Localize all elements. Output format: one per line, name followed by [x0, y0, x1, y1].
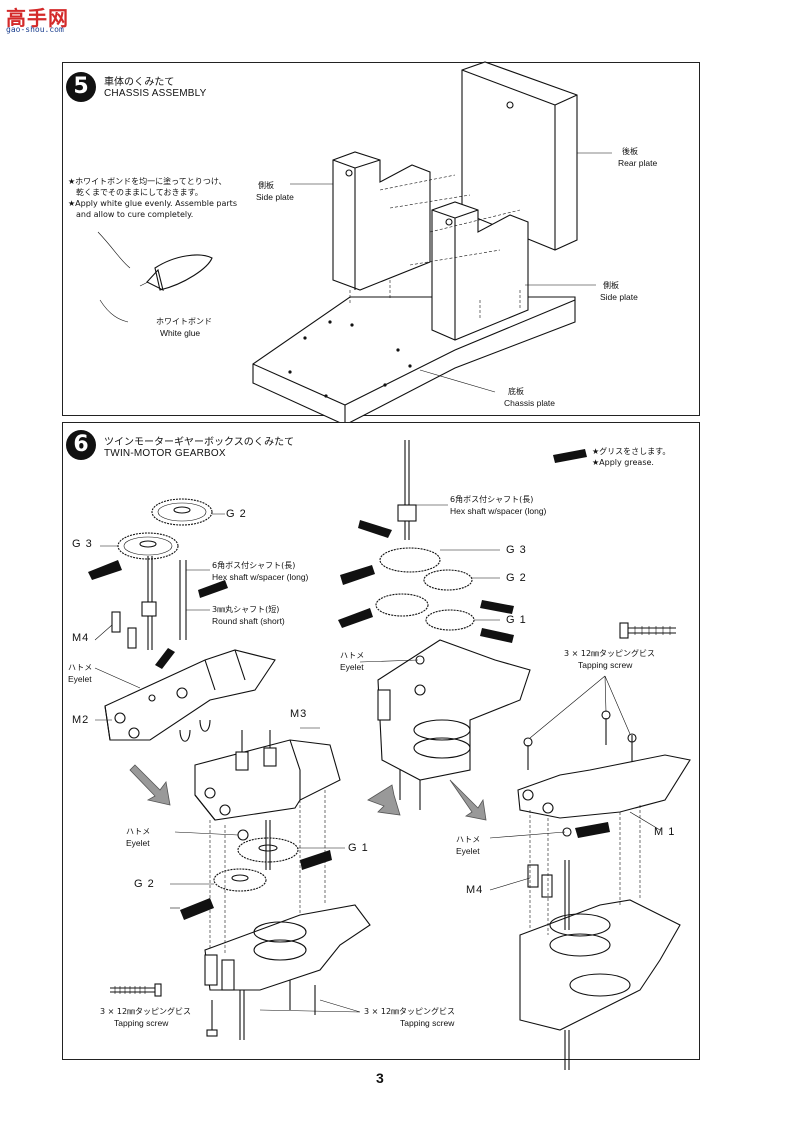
glue-note-jp-1: ★ホワイトボンドを均一に塗ってとりつけ、 — [68, 177, 227, 186]
part-g2-a: G 2 — [226, 508, 247, 520]
step5-glue-note: ★ホワイトボンドを均一に塗ってとりつけ、 乾くまでそのままにしておきます。 ★A… — [68, 176, 237, 220]
side-plate-right-shape — [431, 201, 529, 341]
grease-arrow-icon — [553, 449, 587, 463]
step5-title-en: CHASSIS ASSEMBLY — [104, 88, 207, 99]
watermark-url: gao-shou.com — [6, 25, 64, 34]
tapping-screw-icon — [110, 983, 162, 997]
grease-note-en: ★Apply grease. — [592, 458, 654, 467]
step6-number-badge: 6 — [66, 430, 96, 460]
white-glue-label-en: White glue — [160, 328, 201, 338]
white-glue-bottle-icon — [97, 231, 213, 323]
step5-number-badge: 5 — [66, 72, 96, 102]
part-m4-b: M4 — [466, 884, 484, 896]
screw-label-jp-c: 3 × 12㎜タッピングビス — [564, 649, 656, 658]
screw-label-jp-b: 3 × 12㎜タッピングビス — [364, 1007, 456, 1016]
part-m1: M 1 — [654, 826, 676, 838]
screw-label-en-a: Tapping screw — [114, 1018, 169, 1028]
glue-note-en-1: ★Apply white glue evenly. Assemble parts — [68, 199, 237, 208]
step5-title-jp: 車体のくみたて — [104, 77, 175, 88]
eyelet-label-en-c: Eyelet — [340, 662, 364, 672]
step6-title-jp: ツインモーターギヤーボックスのくみたて — [104, 437, 295, 448]
rear-plate-label-jp: 後板 — [622, 147, 638, 156]
rear-plate-label-en: Rear plate — [618, 158, 658, 168]
part-m4-a: M4 — [72, 632, 90, 644]
part-g1-b: G 1 — [506, 614, 527, 626]
grease-note-jp: ★グリスをさします。 — [592, 447, 671, 456]
eyelet-label-jp-c: ハトメ — [340, 651, 365, 660]
chassis-plate-shape — [252, 296, 576, 426]
white-glue-label-jp: ホワイトボンド — [156, 317, 212, 326]
hex-shaft-label-en-b: Hex shaft w/spacer (long) — [450, 506, 547, 516]
side-plate-right-label-en: Side plate — [600, 292, 638, 302]
hex-shaft-label-jp-a: 6角ボス付シャフト(長) — [212, 561, 296, 570]
screw-label-en-c: Tapping screw — [578, 660, 633, 670]
eyelet-label-en-a: Eyelet — [68, 674, 92, 684]
site-watermark-logo: 高手网 gao-shou.com — [4, 2, 74, 38]
eyelet-label-en-d: Eyelet — [456, 846, 480, 856]
part-g3-a: G 3 — [72, 538, 93, 550]
part-g2-c: G 2 — [506, 572, 527, 584]
tapping-screw-icon-right — [619, 622, 676, 639]
part-g3-b: G 3 — [506, 544, 527, 556]
side-plate-left-shape — [332, 151, 431, 291]
glue-note-jp-2: 乾くまでそのままにしておきます。 — [76, 188, 203, 197]
chassis-plate-label-jp: 底板 — [508, 387, 524, 396]
round-shaft-label-jp: 3㎜丸シャフト(短) — [212, 605, 280, 614]
side-plate-right-label-jp: 側板 — [603, 281, 619, 290]
screw-label-jp-a: 3 × 12㎜タッピングビス — [100, 1007, 192, 1016]
side-plate-left-label-en: Side plate — [256, 192, 294, 202]
side-plate-left-label-jp: 側板 — [258, 181, 274, 190]
eyelet-label-en-b: Eyelet — [126, 838, 150, 848]
hex-shaft-label-jp-b: 6角ボス付シャフト(長) — [450, 495, 534, 504]
rear-plate-shape — [461, 61, 578, 251]
screw-label-en-b: Tapping screw — [400, 1018, 455, 1028]
part-m3: M3 — [290, 708, 308, 720]
part-g2-b: G 2 — [134, 878, 155, 890]
grease-note: ★グリスをさします。 ★Apply grease. — [592, 446, 670, 468]
eyelet-label-jp-a: ハトメ — [68, 663, 93, 672]
page-number: 3 — [376, 1070, 384, 1086]
hex-shaft-label-en-a: Hex shaft w/spacer (long) — [212, 572, 309, 582]
round-shaft-label-en: Round shaft (short) — [212, 616, 285, 626]
part-g1-a: G 1 — [348, 842, 369, 854]
eyelet-label-jp-b: ハトメ — [126, 827, 151, 836]
gear-g3-top-left — [117, 532, 179, 560]
step6-title-en: TWIN-MOTOR GEARBOX — [104, 448, 226, 459]
eyelet-label-jp-d: ハトメ — [456, 835, 481, 844]
gear-g2-top-left — [151, 498, 213, 526]
chassis-plate-label-en: Chassis plate — [504, 398, 556, 408]
watermark-brand: 高手网 — [6, 6, 69, 30]
glue-note-en-2: and allow to cure completely. — [76, 210, 194, 219]
part-m2: M2 — [72, 714, 90, 726]
assembly-guide-lines — [349, 174, 521, 318]
